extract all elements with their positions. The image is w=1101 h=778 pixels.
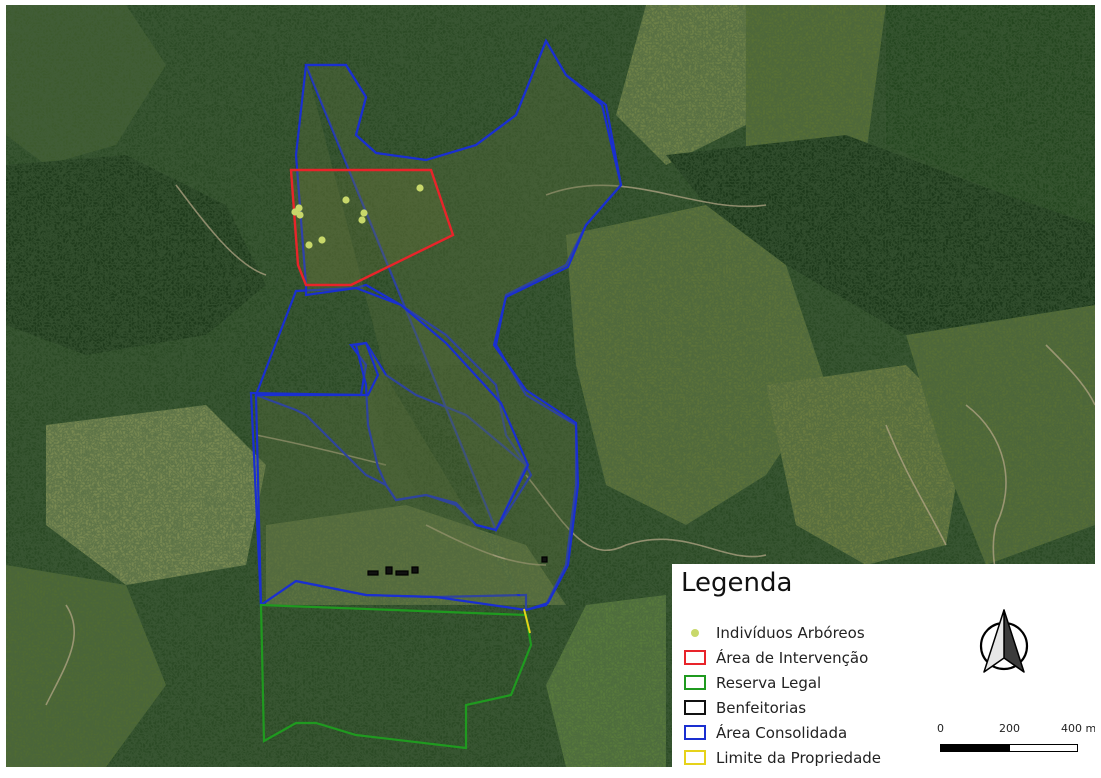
legend-item-label: Indivíduos Arbóreos bbox=[716, 623, 865, 642]
legend-item-label: Reserva Legal bbox=[716, 673, 822, 692]
polygon-symbol-icon bbox=[684, 750, 706, 765]
scale-bar: 0 200 400 m bbox=[934, 722, 1095, 762]
area-intervencao-layer[interactable] bbox=[289, 168, 455, 287]
legend-item-benfeitorias[interactable]: Benfeitorias bbox=[684, 695, 881, 720]
map-frame[interactable]: Legenda Indivíduos Arbóreos Área de Inte… bbox=[6, 5, 1095, 767]
satellite-map[interactable] bbox=[6, 5, 1095, 767]
polygon-symbol-icon bbox=[684, 675, 706, 690]
tree-point bbox=[360, 209, 368, 217]
tree-point bbox=[318, 236, 326, 244]
scale-label-400: 400 m bbox=[1061, 722, 1095, 735]
north-arrow-icon bbox=[972, 606, 1036, 682]
legend-item-label: Benfeitorias bbox=[716, 698, 807, 717]
tree-point bbox=[416, 184, 424, 192]
tree-point bbox=[305, 241, 313, 249]
tree-point bbox=[291, 208, 299, 216]
scale-label-200: 200 bbox=[999, 722, 1020, 735]
limite-propriedade-layer[interactable] bbox=[523, 608, 531, 634]
legend-item-label: Área de Intervenção bbox=[716, 648, 869, 667]
polygon-symbol-icon bbox=[684, 725, 706, 740]
legend-list: Indivíduos Arbóreos Área de Intervenção … bbox=[684, 620, 881, 767]
area-consolidada-layer[interactable] bbox=[249, 38, 623, 612]
scale-segment-black bbox=[940, 744, 1009, 752]
legend-item-label: Área Consolidada bbox=[716, 723, 848, 742]
tree-point bbox=[342, 196, 350, 204]
legend-item-area-consolidada[interactable]: Área Consolidada bbox=[684, 720, 881, 745]
polygon-symbol-icon bbox=[684, 700, 706, 715]
tree-point bbox=[358, 216, 366, 224]
legend-item-area-intervencao[interactable]: Área de Intervenção bbox=[684, 645, 881, 670]
point-symbol-icon bbox=[684, 625, 706, 640]
scale-segment-white bbox=[1009, 744, 1078, 752]
legend-item-label: Limite da Propriedade bbox=[716, 748, 882, 767]
legend-panel: Legenda Indivíduos Arbóreos Área de Inte… bbox=[672, 564, 1095, 767]
benfeitorias-layer[interactable] bbox=[367, 556, 548, 576]
legend-item-limite-propriedade[interactable]: Limite da Propriedade bbox=[684, 745, 881, 767]
terrain-layer bbox=[6, 5, 1095, 767]
reserva-legal-layer[interactable] bbox=[259, 603, 533, 750]
legend-item-reserva-legal[interactable]: Reserva Legal bbox=[684, 670, 881, 695]
legend-item-individuos-arboreos[interactable]: Indivíduos Arbóreos bbox=[684, 620, 881, 645]
legend-title: Legenda bbox=[681, 568, 793, 598]
scale-label-0: 0 bbox=[937, 722, 944, 735]
polygon-symbol-icon bbox=[684, 650, 706, 665]
individuos-arboreos-layer[interactable] bbox=[291, 184, 424, 249]
